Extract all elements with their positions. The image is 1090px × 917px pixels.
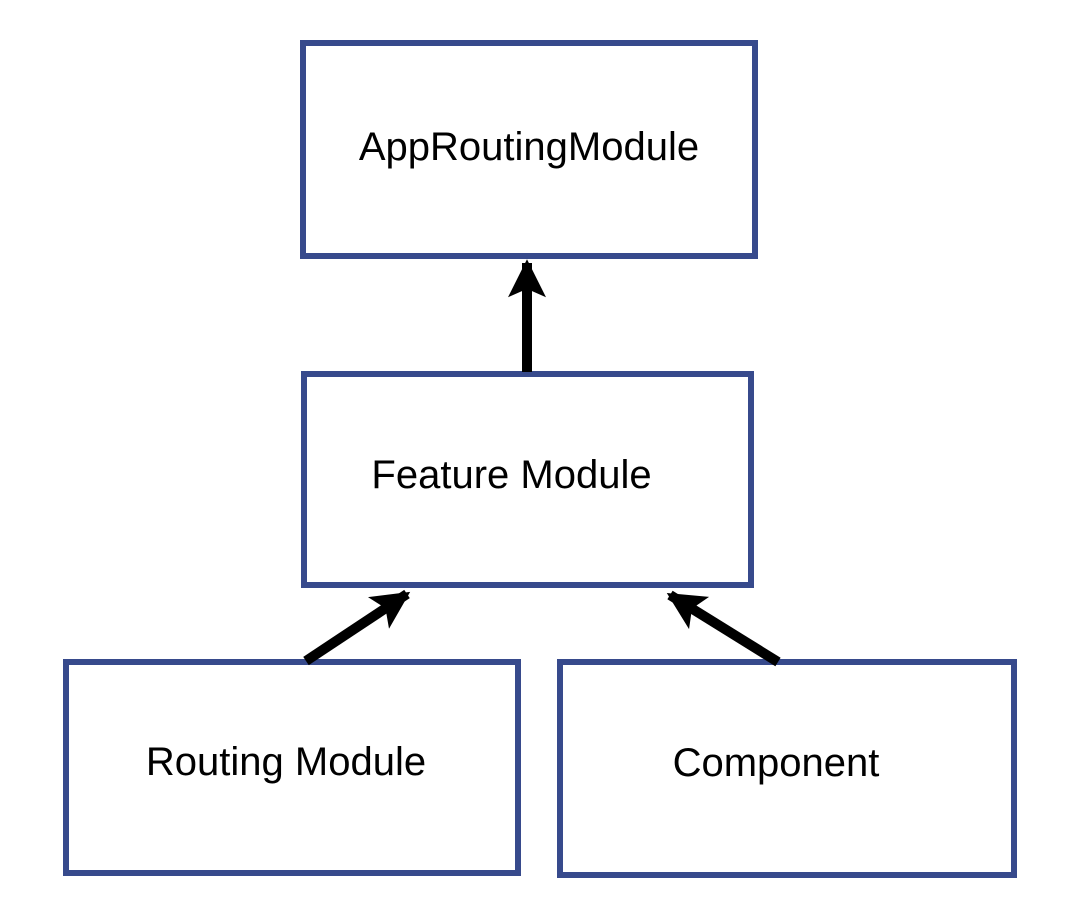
node-routing-module: Routing Module — [63, 659, 521, 876]
node-app-routing-module: AppRoutingModule — [300, 40, 758, 259]
node-component-label: Component — [672, 741, 880, 785]
node-component: Component — [557, 659, 1017, 878]
arrow-routing-module-to-feature-module — [303, 589, 411, 666]
node-feature-module-label: Feature Module — [371, 453, 652, 497]
arrow-component-to-feature-module — [666, 590, 781, 667]
node-app-routing-module-label: AppRoutingModule — [358, 125, 700, 169]
node-feature-module: Feature Module — [301, 371, 754, 588]
node-routing-module-label: Routing Module — [145, 740, 427, 784]
